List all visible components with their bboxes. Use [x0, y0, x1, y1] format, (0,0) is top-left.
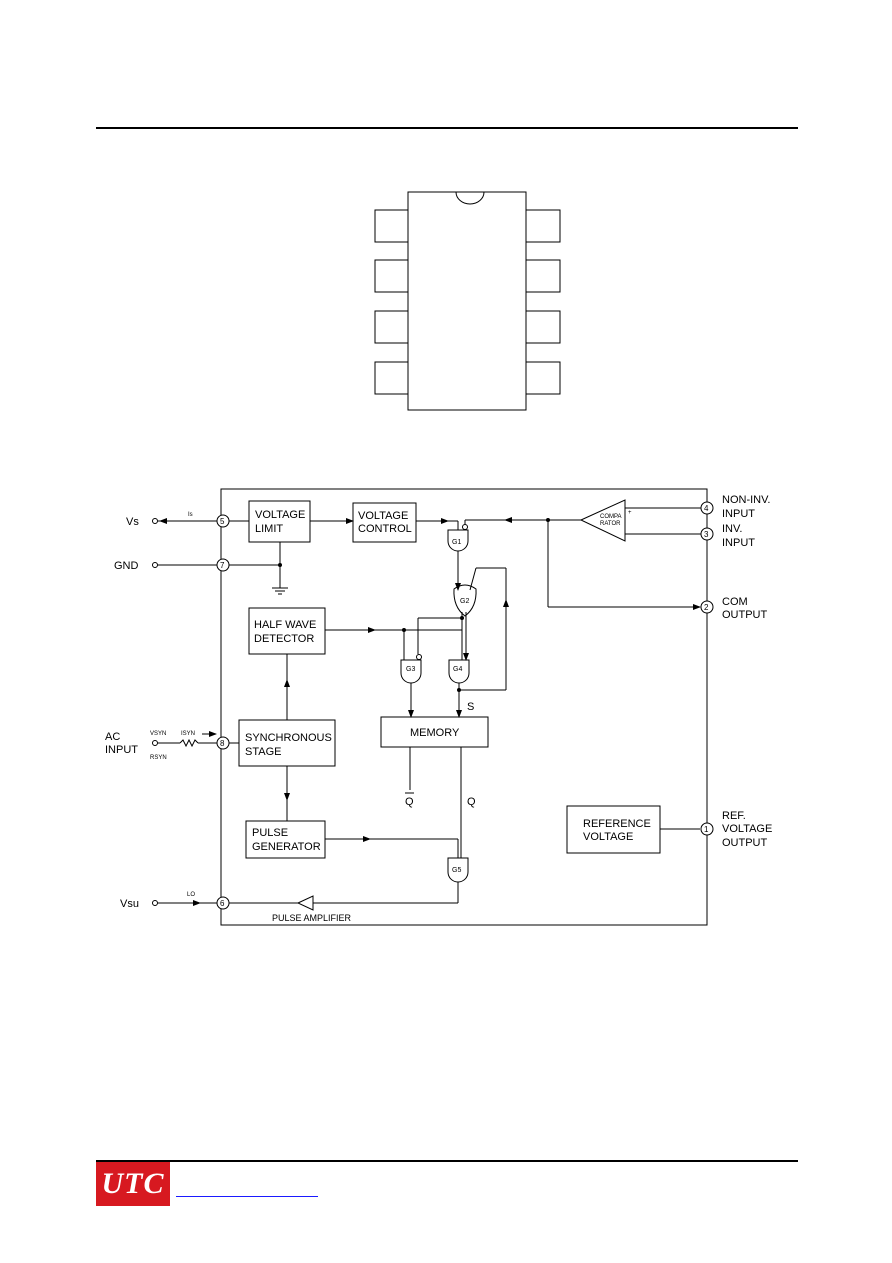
svg-text:4: 4: [704, 504, 709, 513]
vs-terminal: [152, 518, 158, 524]
pin-8: 8: [216, 736, 230, 750]
label-ref-3: OUTPUT: [722, 837, 768, 849]
label-ref-2: VOLTAGE: [722, 823, 772, 835]
svg-text:6: 6: [220, 899, 225, 908]
pin-2: 2: [700, 600, 714, 614]
pin-5: 5: [216, 514, 230, 528]
label-ac-2: INPUT: [105, 744, 138, 756]
voltage-limit-block: VOLTAGE LIMIT: [248, 500, 311, 543]
gate-g1: G1: [447, 524, 469, 552]
header-rule: [96, 127, 798, 129]
comparator-line1: COMPA: [600, 514, 622, 520]
label-s: S: [467, 701, 474, 713]
voltage-limit-line1: VOLTAGE: [255, 509, 305, 521]
voltage-limit-line2: LIMIT: [255, 523, 283, 535]
synchronous-line2: STAGE: [245, 746, 281, 758]
synchronous-line1: SYNCHRONOUS: [245, 732, 332, 744]
package-pin-left-3: [374, 310, 409, 344]
label-isyn: ISYN: [181, 731, 195, 737]
gate-g1-label: G1: [452, 539, 461, 546]
label-gnd: GND: [114, 560, 139, 572]
package-pin-right-3: [525, 310, 561, 344]
pin-3: 3: [700, 527, 714, 541]
gate-g4-label: G4: [453, 666, 462, 673]
pulse-generator-line2: GENERATOR: [252, 841, 321, 853]
label-non-inv-2: INPUT: [722, 508, 755, 520]
package-pin-right-4: [525, 361, 561, 395]
g3-inverter-bubble: [416, 654, 422, 660]
label-ref-1: REF.: [722, 810, 746, 822]
label-non-inv-1: NON-INV.: [722, 494, 771, 506]
wiring: [158, 507, 702, 906]
label-vsyn: VSYN: [150, 731, 166, 737]
gate-g3-label: G3: [406, 666, 415, 673]
voltage-control-block: VOLTAGE CONTROL: [352, 502, 417, 543]
half-wave-line1: HALF WAVE: [254, 619, 316, 631]
vsu-terminal: [152, 900, 158, 906]
reference-voltage-block: REFERENCE VOLTAGE: [566, 805, 661, 854]
memory-block: MEMORY: [380, 716, 489, 748]
gate-g5-label: G5: [452, 867, 461, 874]
half-wave-line2: DETECTOR: [254, 633, 314, 645]
label-pulse-amplifier: PULSE AMPLIFIER: [272, 913, 352, 923]
package-pin-left-2: [374, 259, 409, 293]
utc-logo: UTC: [96, 1162, 170, 1206]
pulse-generator-block: PULSE GENERATOR: [245, 820, 326, 859]
ic-boundary: [220, 488, 708, 926]
gate-g2: G2: [453, 584, 477, 617]
label-vsu: Vsu: [120, 898, 139, 910]
footer-rule: [96, 1160, 798, 1162]
footer-link-underline[interactable]: [176, 1196, 318, 1197]
label-lo: LO: [187, 892, 195, 898]
voltage-control-line1: VOLTAGE: [358, 510, 408, 522]
svg-text:1: 1: [704, 825, 709, 834]
memory-label: MEMORY: [410, 727, 460, 739]
g1-inverter-bubble: [462, 524, 468, 530]
svg-text:5: 5: [220, 517, 225, 526]
label-inv-1: INV.: [722, 523, 742, 535]
pulse-amplifier-symbol: [296, 895, 314, 911]
svg-text:3: 3: [704, 530, 709, 539]
gate-g2-label: G2: [460, 598, 469, 605]
gate-g3: G3: [400, 654, 422, 684]
comparator: COMPA RATOR +: [579, 499, 632, 542]
label-com-2: OUTPUT: [722, 609, 768, 621]
package-pin-left-4: [374, 361, 409, 395]
package-pin-right-1: [525, 209, 561, 243]
comparator-line2: RATOR: [600, 521, 621, 527]
pin-4: 4: [700, 501, 714, 515]
package-pin-left-1: [374, 209, 409, 243]
svg-text:7: 7: [220, 561, 225, 570]
label-com-1: COM: [722, 596, 748, 608]
ac-terminal: [152, 740, 158, 746]
comparator-plus: +: [628, 510, 632, 516]
gate-g4: G4: [448, 659, 470, 684]
pin-1: 1: [700, 822, 714, 836]
reference-line2: VOLTAGE: [583, 831, 633, 843]
gnd-terminal: [152, 562, 158, 568]
label-q-bar: Q: [405, 796, 414, 808]
svg-text:2: 2: [704, 603, 709, 612]
label-vs: Vs: [126, 516, 139, 528]
label-inv-2: INPUT: [722, 537, 755, 549]
gate-g5: G5: [447, 857, 469, 883]
pin-7: 7: [216, 558, 230, 572]
voltage-control-line2: CONTROL: [358, 523, 412, 535]
reference-line1: REFERENCE: [583, 818, 651, 830]
half-wave-detector-block: HALF WAVE DETECTOR: [248, 607, 326, 655]
pin-6: 6: [216, 896, 230, 910]
label-q: Q: [467, 796, 476, 808]
label-is: Is: [188, 512, 193, 518]
pulse-generator-line1: PULSE: [252, 827, 288, 839]
svg-text:8: 8: [220, 739, 225, 748]
dip8-package: [374, 191, 561, 411]
package-pin-right-2: [525, 259, 561, 293]
package-notch: [455, 191, 485, 205]
label-ac-1: AC: [105, 731, 120, 743]
label-rsyn: RSYN: [150, 755, 167, 761]
synchronous-stage-block: SYNCHRONOUS STAGE: [238, 719, 336, 767]
package-body: [407, 191, 527, 411]
